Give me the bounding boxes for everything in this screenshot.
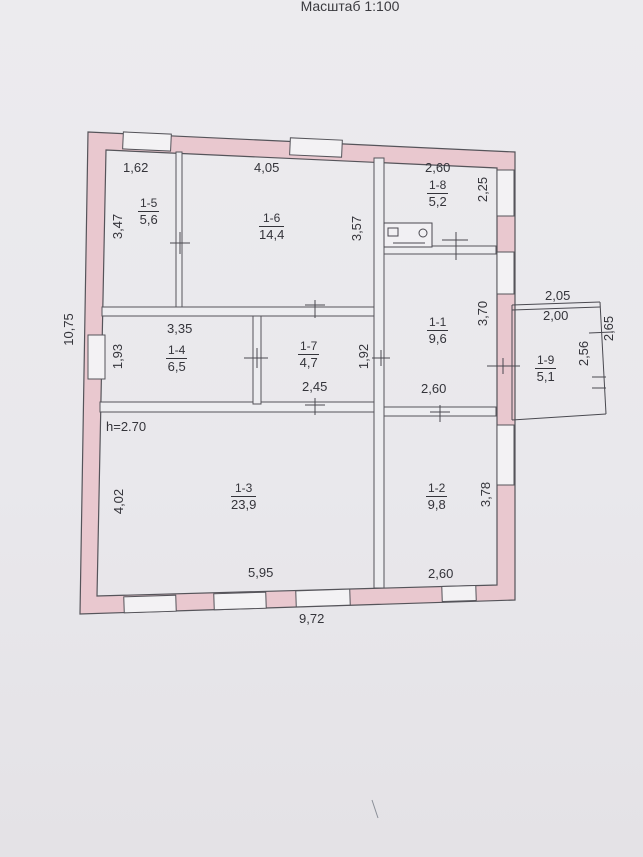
dim-r13-height: 4,02 bbox=[111, 488, 127, 515]
room-1-1-label: 1-1 9,6 bbox=[427, 315, 449, 346]
pen-mark bbox=[371, 799, 379, 819]
dim-r19-height-inner: 2,56 bbox=[576, 340, 592, 367]
dim-r12-width: 2,60 bbox=[428, 566, 454, 581]
room-1-3-area: 23,9 bbox=[231, 497, 257, 512]
dim-overall-height: 10,75 bbox=[60, 313, 76, 346]
dim-r15-width: 1,62 bbox=[123, 160, 149, 175]
dim-r16-width: 4,05 bbox=[254, 160, 280, 175]
room-1-7-id: 1-7 bbox=[298, 339, 320, 355]
dim-overall-width: 9,72 bbox=[299, 611, 325, 626]
ceiling-height-note: h=2.70 bbox=[106, 419, 147, 434]
room-1-6-area: 14,4 bbox=[259, 227, 285, 242]
dim-r14-height: 1,93 bbox=[110, 343, 126, 370]
room-1-4-id: 1-4 bbox=[166, 343, 188, 359]
room-1-5-id: 1-5 bbox=[138, 196, 160, 212]
room-1-3-label: 1-3 23,9 bbox=[231, 481, 257, 512]
room-1-9-label: 1-9 5,1 bbox=[535, 353, 557, 384]
room-1-8-id: 1-8 bbox=[427, 178, 449, 194]
dim-r19-height-outer: 2,65 bbox=[601, 315, 617, 342]
dim-r18-height: 2,25 bbox=[475, 176, 491, 203]
dim-r14-width: 3,35 bbox=[167, 321, 193, 336]
room-1-1-area: 9,6 bbox=[428, 331, 447, 346]
outer-walls bbox=[79, 131, 516, 615]
dim-r12-height: 3,78 bbox=[478, 481, 494, 508]
room-1-3-id: 1-3 bbox=[231, 481, 257, 497]
room-1-9-id: 1-9 bbox=[535, 353, 557, 369]
room-1-6-label: 1-6 14,4 bbox=[259, 211, 285, 242]
scale-title: Масштаб 1:100 bbox=[300, 0, 400, 14]
room-1-5-area: 5,6 bbox=[139, 212, 158, 227]
room-1-7-area: 4,7 bbox=[299, 355, 318, 370]
dim-r16-height: 3,57 bbox=[349, 215, 365, 242]
room-1-9-area: 5,1 bbox=[536, 369, 555, 384]
room-1-4-area: 6,5 bbox=[167, 359, 186, 374]
room-1-4-label: 1-4 6,5 bbox=[166, 343, 188, 374]
room-1-2-id: 1-2 bbox=[426, 481, 448, 497]
room-1-1-id: 1-1 bbox=[427, 315, 449, 331]
interior-walls bbox=[99, 151, 497, 589]
room-1-6-id: 1-6 bbox=[259, 211, 285, 227]
dim-r18-width: 2,60 bbox=[425, 160, 451, 175]
stove-icon bbox=[383, 222, 433, 248]
room-1-8-label: 1-8 5,2 bbox=[427, 178, 449, 209]
door-marks bbox=[170, 232, 520, 422]
room-1-7-label: 1-7 4,7 bbox=[298, 339, 320, 370]
dim-r17-height: 1,92 bbox=[356, 343, 372, 370]
dim-r15-height: 3,47 bbox=[110, 213, 126, 240]
dim-r13-width: 5,95 bbox=[248, 565, 274, 580]
dim-r11-width: 2,60 bbox=[421, 381, 447, 396]
dim-r19-top: 2,05 bbox=[545, 288, 571, 303]
room-1-8-area: 5,2 bbox=[428, 194, 447, 209]
room-1-5-label: 1-5 5,6 bbox=[138, 196, 160, 227]
dim-r19-inner: 2,00 bbox=[543, 308, 569, 323]
dim-r17-width: 2,45 bbox=[302, 379, 328, 394]
room-1-2-label: 1-2 9,8 bbox=[426, 481, 448, 512]
windows bbox=[87, 131, 515, 614]
room-1-2-area: 9,8 bbox=[427, 497, 446, 512]
dim-r11-height: 3,70 bbox=[475, 300, 491, 327]
veranda-outline bbox=[511, 301, 613, 421]
